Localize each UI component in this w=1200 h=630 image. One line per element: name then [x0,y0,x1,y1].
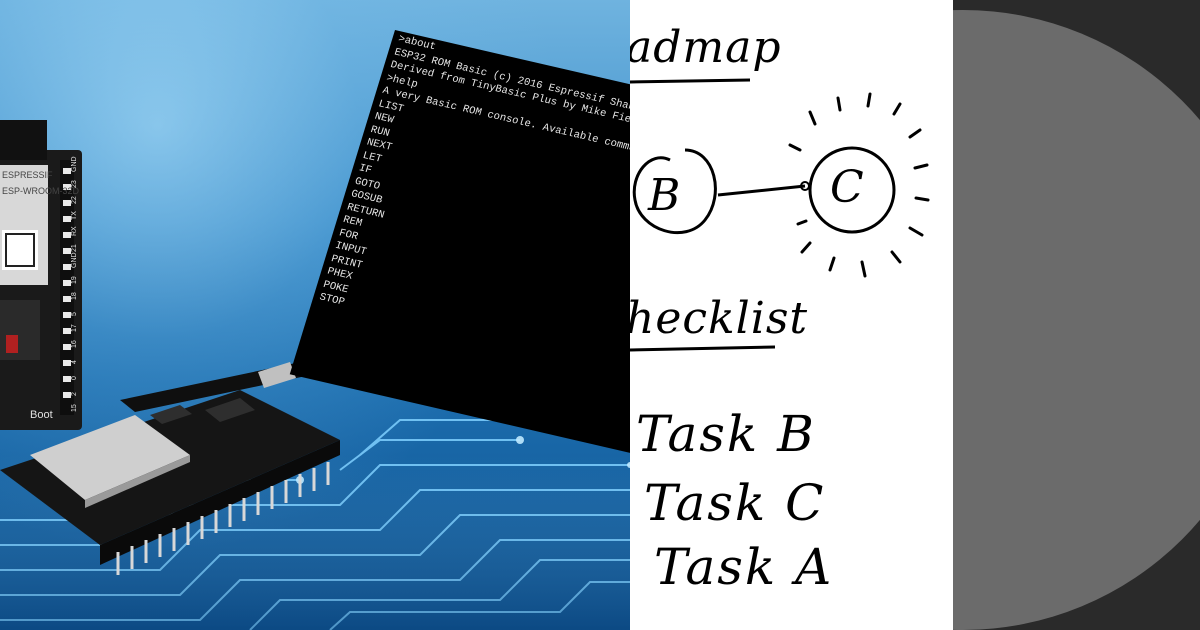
node-c-highlight-rays [788,92,930,278]
node-c-circle [808,146,896,234]
node-b-label: B [648,170,681,221]
pin-label: 5 [71,312,78,316]
module-model-label: ESP-WROOM-32D [2,186,80,196]
module-brand-label: ESPRESSIF [2,170,53,180]
pin-label: RX [71,226,78,236]
pin-label: 17 [71,324,78,332]
checklist-item-3: Task A [654,538,834,596]
pin-label: 2 [71,392,78,396]
pin-label: GND [71,252,78,268]
pin-label: GND [71,156,78,172]
grey-disc [953,10,1200,630]
node-b-circle [632,148,717,235]
pin-label: 21 [71,244,78,252]
roadmap-diagram [630,78,930,352]
whiteboard-panel: admap B C hecklis [630,0,953,630]
pin-label: 15 [71,404,78,412]
esp32-board-front [0,360,340,575]
pin-label: 22 [71,196,78,204]
header-pins-front [116,462,330,575]
pin-label: 19 [71,276,78,284]
pin-label: 23 [71,180,78,188]
roadmap-heading: admap [630,22,782,73]
pin-label: 4 [71,360,78,364]
esp32-board-vertical [0,120,82,430]
dark-panel [953,0,1200,630]
boot-button-label: Boot [30,409,53,421]
checklist-item-2: Task C [644,474,826,532]
checklist-heading: hecklist [630,293,809,344]
pin-label: 16 [71,340,78,348]
checklist-item-1: Task B [636,405,816,463]
pin-label: 18 [71,292,78,300]
node-c-label: C [830,162,864,213]
edge-b-c [717,184,806,197]
pin-label: TX [71,211,78,220]
pin-label: 0 [71,376,78,380]
header-pins-vertical [60,160,74,415]
